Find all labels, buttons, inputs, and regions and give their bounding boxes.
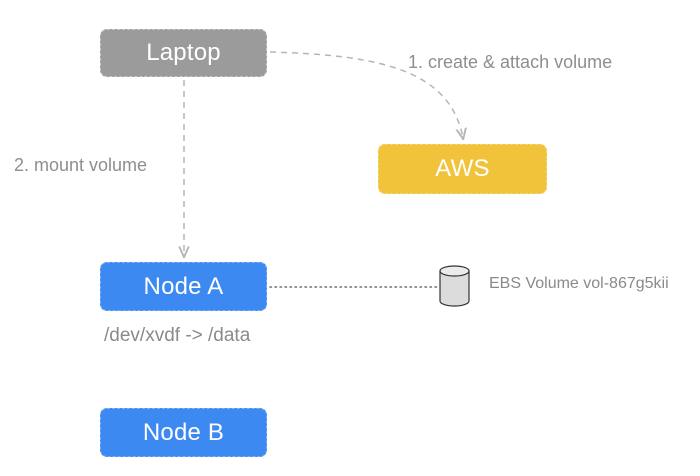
aws-node: AWS xyxy=(378,144,547,194)
laptop-node: Laptop xyxy=(100,29,267,77)
ebs-volume-label: EBS Volume vol-867g5kii xyxy=(489,275,669,292)
edge-laptop-to-aws xyxy=(269,51,463,138)
ebs-volume-icon xyxy=(439,265,470,307)
create-attach-label: 1. create & attach volume xyxy=(408,52,613,72)
mount-volume-label: 2. mount volume xyxy=(14,155,148,175)
node-b: Node B xyxy=(100,408,267,457)
mount-path-label: /dev/xvdf -> /data xyxy=(104,325,251,346)
node-a: Node A xyxy=(100,262,267,311)
